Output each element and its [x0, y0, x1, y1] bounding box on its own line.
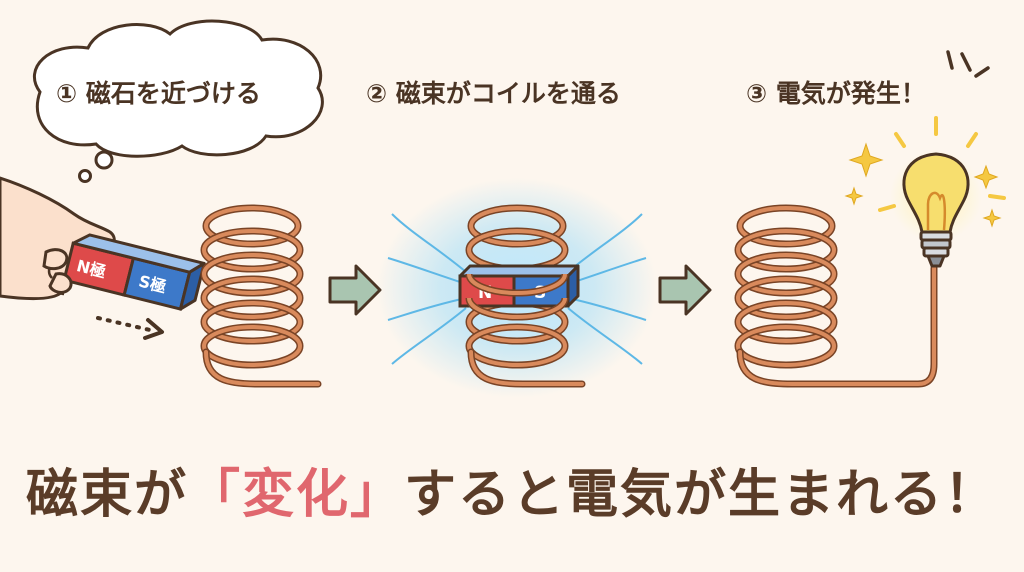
- sparkle-icon: [844, 142, 1002, 228]
- step-arrow-2: [658, 264, 712, 316]
- step-2-text: 磁束がコイルを通る: [395, 79, 621, 108]
- coil-3: [734, 204, 938, 388]
- coil-2: [465, 204, 586, 388]
- step-2-number: ②: [366, 79, 388, 108]
- step-arrow-1: [328, 264, 382, 316]
- hand-magnet: N極 S極: [62, 233, 206, 311]
- excitement-marks: [946, 50, 990, 78]
- light-rays: [878, 116, 1006, 212]
- step-1-number: ①: [56, 79, 78, 108]
- hand-fingers: [42, 248, 73, 294]
- caption-after: すると電気が生まれる！: [404, 465, 999, 525]
- caption-close-bracket: 」: [350, 465, 405, 525]
- coil-2-front-turns: [465, 273, 569, 321]
- caption: 磁束が「変化」すると電気が生まれる！: [0, 452, 1024, 527]
- thought-bubble: [33, 19, 324, 183]
- caption-open-bracket: 「: [187, 465, 242, 525]
- step-1-text: 磁石を近づける: [85, 79, 261, 108]
- caption-before: 磁束が: [25, 465, 188, 525]
- caption-highlight: 変化: [241, 465, 350, 525]
- coil-1: [200, 204, 322, 388]
- motion-arrow: [96, 316, 164, 340]
- step-1-label: ① 磁石を近づける: [56, 76, 261, 112]
- step-2-label: ② 磁束がコイルを通る: [366, 76, 621, 112]
- step-3-label: ③ 電気が発生！: [746, 76, 926, 112]
- step-3-number: ③: [746, 79, 768, 108]
- light-bulb-icon: [890, 150, 982, 268]
- step-3-text: 電気が発生！: [775, 79, 926, 108]
